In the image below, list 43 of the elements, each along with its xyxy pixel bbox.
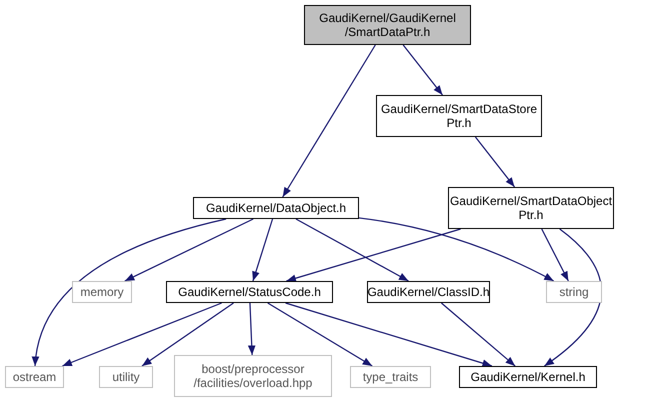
file-name: boost/preprocessor /facilities/overload.hpp <box>192 362 314 390</box>
arrow <box>285 302 492 367</box>
file-box <box>448 187 614 229</box>
arrow <box>286 228 461 282</box>
file-name: type_traits <box>362 370 418 384</box>
file-box <box>376 95 542 137</box>
arrow <box>62 302 222 367</box>
arrow <box>358 217 554 282</box>
file-box <box>367 281 490 303</box>
file-name: GaudiKernel/DataObject.h <box>206 201 346 215</box>
file-name: GaudiKernel/GaudiKernel /SmartDataPtr.h <box>318 11 457 39</box>
arrow <box>248 302 256 356</box>
arrow <box>282 44 376 198</box>
arrow <box>124 218 254 282</box>
file-box <box>459 366 597 388</box>
file-box <box>193 197 359 219</box>
arrow <box>267 302 373 367</box>
file-name: GaudiKernel/SmartDataStore Ptr.h <box>380 102 538 130</box>
file-box <box>5 366 64 388</box>
file-name: GaudiKernel/StatusCode.h <box>178 285 321 299</box>
arrow <box>142 302 234 366</box>
arrow <box>474 136 516 188</box>
arrow <box>544 228 602 366</box>
file-name: GaudiKernel/Kernel.h <box>470 370 586 384</box>
file-name: GaudiKernel/ClassID.h <box>367 285 490 299</box>
file-box <box>174 355 332 397</box>
arrow <box>296 218 409 282</box>
file-name: string <box>559 285 589 299</box>
arrow <box>541 228 569 282</box>
file-box <box>350 366 431 388</box>
file-box <box>166 281 333 303</box>
file-box <box>546 281 602 303</box>
arrow <box>440 302 516 366</box>
arrow <box>32 218 226 366</box>
file-box <box>304 5 471 45</box>
file-name: GaudiKernel/SmartDataObject Ptr.h <box>450 194 612 222</box>
file-name: utility <box>112 370 140 384</box>
file-box <box>72 281 132 303</box>
file-name: memory <box>80 285 124 299</box>
file-box <box>99 366 153 388</box>
arrow <box>402 44 443 96</box>
arrow <box>252 218 274 282</box>
file-name: ostream <box>12 370 56 384</box>
